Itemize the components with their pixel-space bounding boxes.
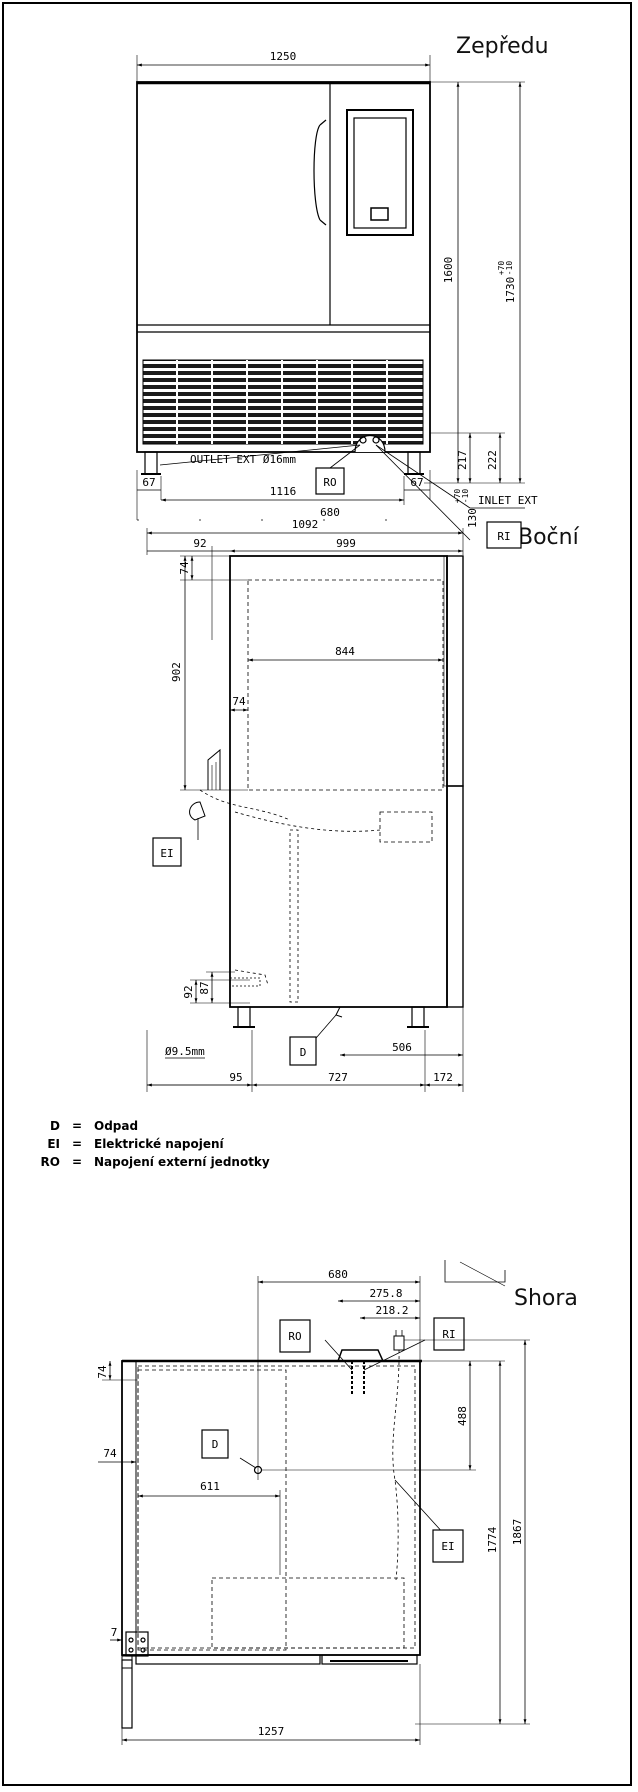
dim-172: 172 — [433, 1071, 453, 1084]
dim-902: 902 — [170, 662, 183, 682]
legend-eq: = — [71, 1155, 83, 1169]
dim-680: 680 — [320, 506, 340, 519]
drain-size-label: Ø9.5mm — [165, 1045, 205, 1058]
inlet-label: INLET EXT — [478, 494, 538, 507]
legend-key: D — [50, 1119, 60, 1133]
dim-218-2: 218.2 — [375, 1304, 408, 1317]
dim-74-inner: 74 — [232, 695, 246, 708]
d-label-side: D — [300, 1046, 307, 1059]
ro-label-front: RO — [323, 476, 336, 489]
dim-1257: 1257 — [258, 1725, 285, 1738]
dim-74-top: 74 — [178, 561, 191, 575]
dim-7: 7 — [111, 1626, 118, 1639]
dim-74-top-left: 74 — [96, 1365, 109, 1379]
dim-488: 488 — [456, 1406, 469, 1426]
legend-row-d: D = Odpad — [10, 1117, 270, 1135]
ri-label-top: RI — [442, 1328, 455, 1341]
side-view — [146, 528, 464, 1092]
top-view-title: Shora — [514, 1286, 578, 1311]
dim-611: 611 — [200, 1480, 220, 1493]
front-view-title: Zepředu — [456, 34, 549, 59]
dim-130: 130 — [466, 508, 479, 528]
legend-key: EI — [47, 1137, 60, 1151]
legend-eq: = — [71, 1137, 83, 1151]
side-view-title: Boční — [518, 525, 579, 550]
top-view-dims: 680 275.8 218.2 74 74 611 7 488 1774 186… — [96, 1268, 524, 1738]
front-view-dims: 1250 1600 1730 +70 -10 217 222 67 1116 6… — [142, 50, 538, 543]
dim-1730: 1730 — [504, 277, 517, 304]
dim-67-left: 67 — [142, 476, 155, 489]
dim-87: 87 — [198, 981, 211, 994]
legend-key: RO — [40, 1155, 60, 1169]
legend-text: Napojení externí jednotky — [94, 1155, 270, 1169]
d-label-top: D — [212, 1438, 219, 1451]
dim-1730-tol-plus: +70 — [497, 261, 506, 276]
dim-95: 95 — [229, 1071, 242, 1084]
dim-130-tol-minus: -10 — [461, 489, 470, 504]
legend-row-ro: RO = Napojení externí jednotky — [10, 1153, 270, 1171]
ei-label-side: EI — [160, 847, 173, 860]
dim-275-8: 275.8 — [369, 1287, 402, 1300]
dim-680-top: 680 — [328, 1268, 348, 1281]
dim-92-top: 92 — [193, 537, 206, 550]
legend-text: Elektrické napojení — [94, 1137, 224, 1151]
dim-217: 217 — [456, 450, 469, 470]
legend-eq: = — [71, 1119, 83, 1133]
legend-text: Odpad — [94, 1119, 139, 1133]
dim-1600: 1600 — [442, 257, 455, 284]
legend: D = Odpad EI = Elektrické napojení RO = … — [10, 1117, 270, 1171]
dim-74-left: 74 — [103, 1447, 117, 1460]
dim-844: 844 — [335, 645, 355, 658]
dim-1730-tol-minus: -10 — [505, 261, 514, 276]
dim-130-tol-plus: +70 — [453, 489, 462, 504]
dim-1774: 1774 — [486, 1526, 499, 1553]
outlet-label: OUTLET EXT Ø16mm — [190, 453, 296, 466]
ro-label-top: RO — [288, 1330, 301, 1343]
dim-1250: 1250 — [270, 50, 297, 63]
ei-label-top: EI — [441, 1540, 454, 1553]
dim-1116: 1116 — [270, 485, 297, 498]
dim-999: 999 — [336, 537, 356, 550]
dim-92-bottom: 92 — [182, 985, 195, 998]
front-view — [136, 55, 525, 549]
top-view — [98, 1260, 530, 1745]
legend-row-ei: EI = Elektrické napojení — [10, 1135, 270, 1153]
side-view-dims: 1092 92 999 74 844 902 74 92 87 506 95 7… — [160, 518, 453, 1084]
dim-222: 222 — [486, 450, 499, 470]
dim-67-right: 67 — [410, 476, 423, 489]
dim-1867: 1867 — [511, 1519, 524, 1546]
dim-727: 727 — [328, 1071, 348, 1084]
dim-506: 506 — [392, 1041, 412, 1054]
dim-1092: 1092 — [292, 518, 319, 531]
ri-label-front: RI — [497, 530, 510, 543]
